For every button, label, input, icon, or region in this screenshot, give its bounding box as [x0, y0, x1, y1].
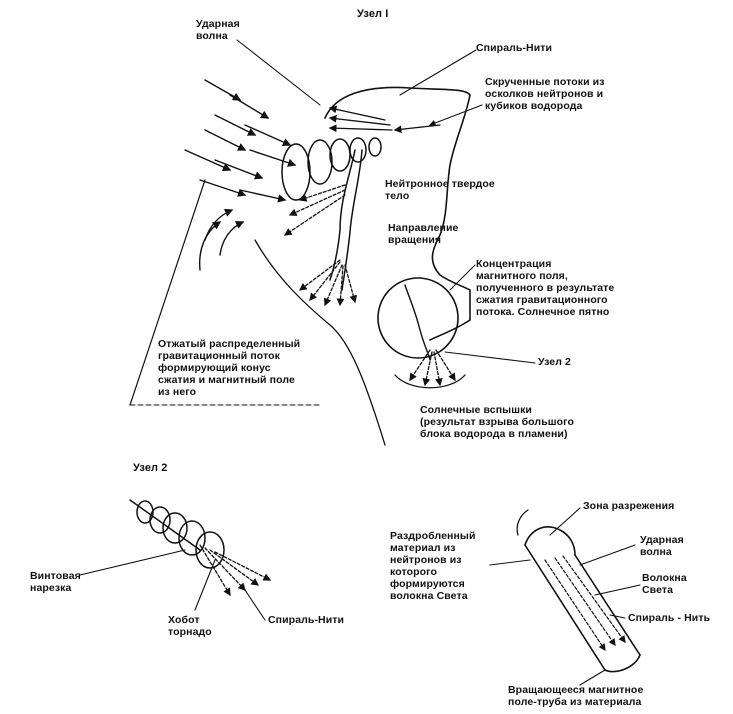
- node2-marker-label: Узел 2: [538, 356, 571, 368]
- spirals-threads-label-top: Спираль-Нити: [476, 42, 553, 54]
- spiral-thread-right-label: Спираль - Нить: [628, 612, 711, 624]
- node1-title: Узел I: [357, 8, 389, 20]
- neutron-body-label: Нейтронное твердое тело: [385, 178, 495, 202]
- light-fibers-label: Волокна Света: [642, 572, 687, 596]
- magnetic-field-label: Концентрация магнитного поля, полученног…: [476, 258, 615, 318]
- tube-inner-arrows: [544, 555, 626, 651]
- twisted-flows-label: Скрученные потоки из осколков нейтронов …: [485, 76, 605, 112]
- flare-arrows: [409, 349, 456, 387]
- vortex-spiral: [281, 137, 382, 291]
- thread-arrows: [283, 184, 358, 307]
- incoming-flow-arrows: [184, 79, 297, 203]
- node2-spiral: [129, 499, 225, 569]
- crushed-material-label: Раздробленный материал из нейтронов из к…: [390, 530, 476, 602]
- gravitational-flow-label: Отжатый распределенный гравитационный по…: [158, 338, 301, 398]
- sunspot-circle: [377, 277, 459, 359]
- tornado-trunk-label: Хобот торнадо: [168, 614, 212, 638]
- rotation-direction-label: Направление вращения: [388, 222, 459, 246]
- top-thread-arrows: [328, 105, 441, 134]
- shock-wave-label-right: Ударная волна: [640, 534, 684, 558]
- solar-flares-label: Солнечные вспышки (результат взрыва боль…: [420, 404, 574, 440]
- node2-thread-arrows: [199, 544, 272, 597]
- rotating-field-label: Вращающееся магнитное поле-труба из мате…: [508, 684, 644, 708]
- shock-wave-label-top: Ударная волна: [196, 18, 240, 42]
- rarefaction-zone-label: Зона разрежения: [583, 500, 675, 512]
- light-tube: [516, 509, 641, 673]
- screw-thread-label: Винтовая нарезка: [30, 570, 81, 594]
- neutron-body-outline: [324, 86, 471, 341]
- spirals-threads-label-bottom: Спираль-Нити: [268, 614, 345, 626]
- node2-title: Узел 2: [133, 462, 168, 474]
- return-flow-arrows: [198, 208, 245, 271]
